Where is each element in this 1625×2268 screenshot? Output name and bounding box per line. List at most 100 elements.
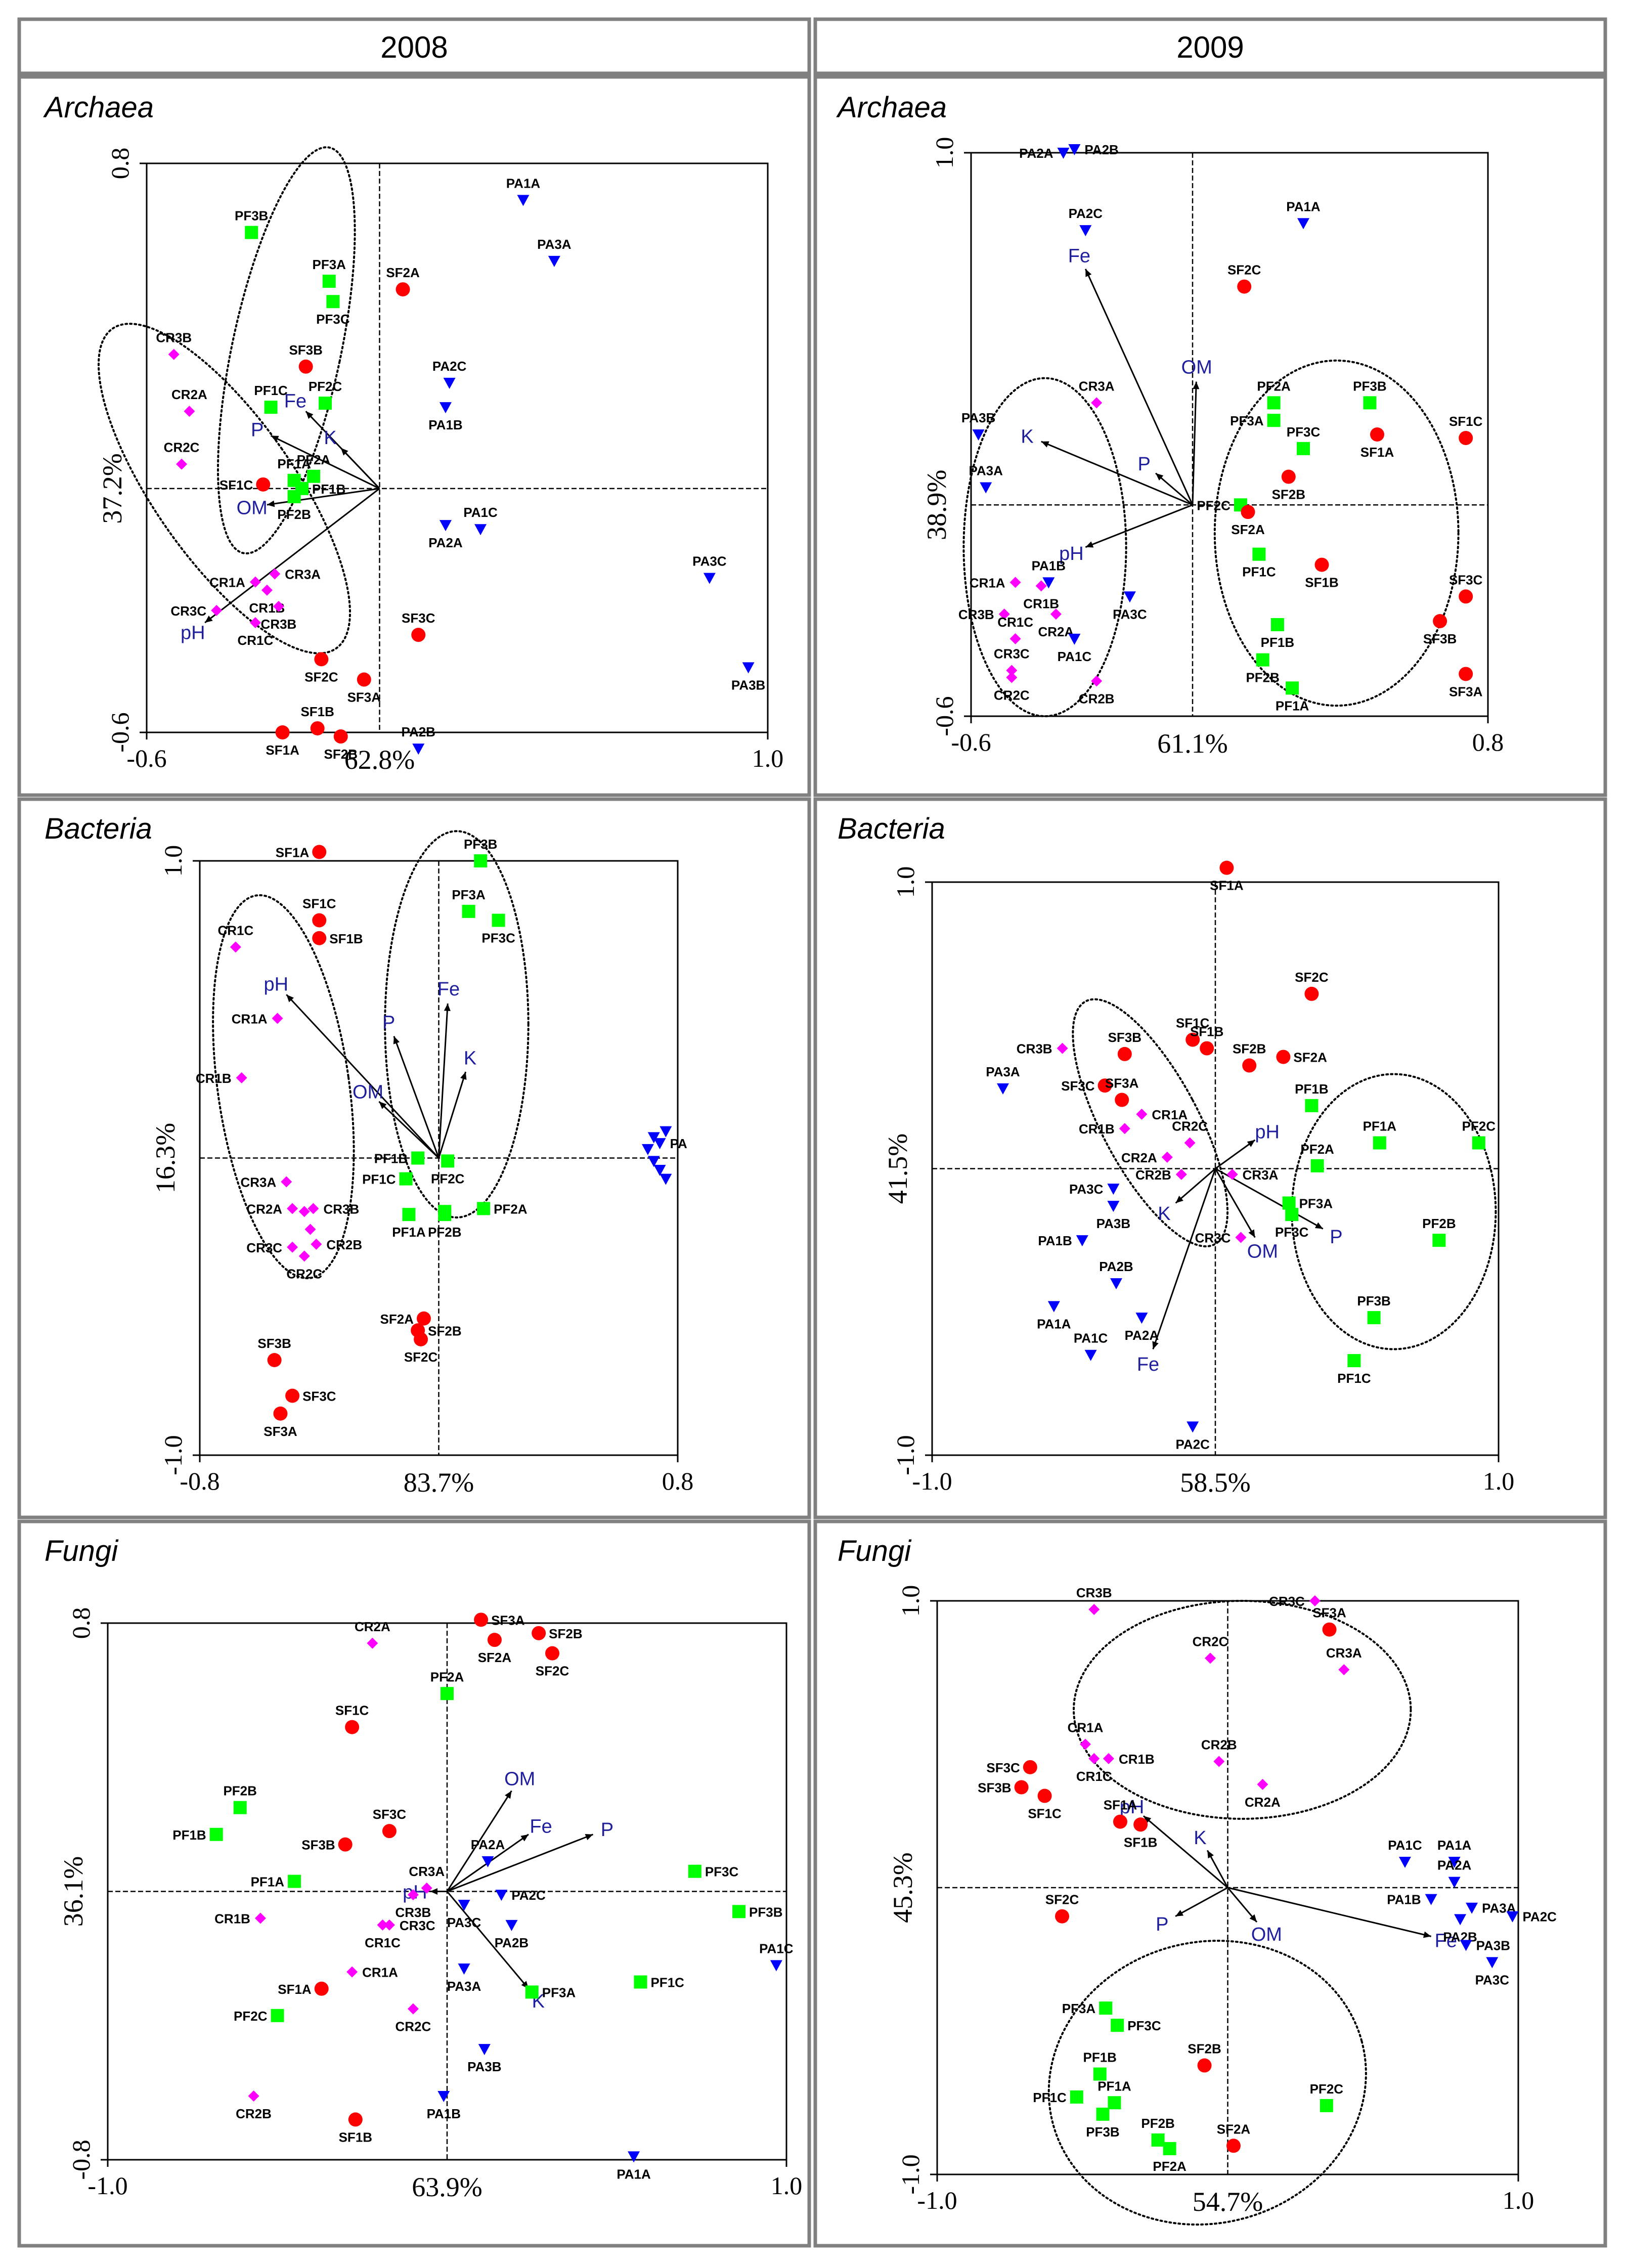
sample-label: CR2B <box>326 1237 362 1252</box>
sample-label: SF1C <box>302 896 336 911</box>
cluster-ellipse <box>1213 359 1460 707</box>
sample-point-sf <box>487 1633 502 1647</box>
vector-fe <box>1152 1168 1216 1349</box>
sample-point-cr <box>1136 1108 1148 1120</box>
sample-label: CR2B <box>1201 1737 1237 1753</box>
sample-point-sf <box>1281 469 1296 484</box>
sample-label: PA1A <box>1037 1316 1071 1331</box>
sample-label: PA3C <box>1069 1182 1104 1197</box>
vector-om <box>267 488 380 506</box>
sample-label: SF3B <box>301 1838 335 1853</box>
panel-title: Fungi <box>45 1535 119 1567</box>
sample-label: PF3B <box>1357 1293 1390 1309</box>
cluster-ellipse <box>1073 1600 1412 1820</box>
sample-label: PF1A <box>1097 2078 1131 2093</box>
sample-point-sf <box>1322 1622 1337 1637</box>
vector-label-ph: pH <box>264 974 289 995</box>
sample-label: PA1C <box>1058 649 1092 664</box>
sample-label: CR2A <box>355 1619 390 1634</box>
sample-label: CR1B <box>196 1071 232 1086</box>
sample-label: SF1A <box>1210 878 1244 893</box>
sample-label: PF3A <box>1230 413 1264 428</box>
vector-arrowhead <box>305 411 314 419</box>
sample-label: PA2A <box>1437 1858 1472 1873</box>
sample-label: SF2B <box>1233 1041 1266 1057</box>
sample-label: PF2C <box>1197 498 1231 513</box>
sample-point-pf <box>1305 1099 1319 1112</box>
sample-label: PF1A <box>1363 1119 1397 1134</box>
sample-point-pf <box>264 401 278 414</box>
sample-point-sf <box>1200 1041 1214 1056</box>
vector-label-p: P <box>601 1819 613 1841</box>
vector-arrowhead <box>460 1072 467 1080</box>
y-tick-label: -0.6 <box>106 712 134 752</box>
sample-point-pf <box>634 1975 647 1989</box>
sample-point-pf <box>438 1208 452 1222</box>
y-tick-label: 1.0 <box>891 866 919 898</box>
sample-point-cr <box>304 1224 316 1235</box>
sample-label: SF3C <box>1061 1078 1095 1094</box>
sample-point-pf <box>322 275 336 288</box>
sample-label: PF2C <box>431 1171 465 1186</box>
sample-point-pa <box>412 744 425 755</box>
sample-point-pf <box>688 1864 701 1878</box>
panel-frame-2008-bacteria <box>17 797 811 1519</box>
vector-label-ph: pH <box>1120 1797 1145 1818</box>
sample-label: PF2C <box>234 2009 268 2024</box>
cluster-ellipse <box>212 894 355 1280</box>
sample-label: PA1B <box>428 417 462 432</box>
sample-point-pa <box>474 524 487 536</box>
sample-point-pf <box>411 1151 425 1165</box>
sample-point-pa <box>972 429 985 441</box>
vector-label-om: OM <box>504 1768 535 1790</box>
vector-arrowhead <box>1152 1341 1159 1349</box>
sample-label: CR3A <box>1326 1645 1362 1661</box>
vector-label-k: K <box>1021 426 1033 447</box>
sample-point-pa <box>517 195 530 206</box>
sample-point-sf <box>414 1332 428 1346</box>
sample-label: SF2C <box>404 1349 438 1365</box>
sample-point-pf <box>1267 414 1281 427</box>
vector-arrowhead <box>286 994 294 1002</box>
y-axis-label: 45.3% <box>888 1852 918 1923</box>
sample-label: PF1A <box>277 456 311 471</box>
sample-label: PF3C <box>1275 1225 1309 1240</box>
sample-point-sf <box>532 1626 546 1640</box>
sample-label: PF3C <box>481 931 515 946</box>
sample-label: CR3A <box>409 1864 445 1879</box>
sample-point-pa <box>437 2091 450 2103</box>
vector-fe <box>1227 1887 1431 1937</box>
sample-label: SF1C <box>1449 414 1483 429</box>
sample-point-pf <box>474 854 488 867</box>
sample-label: CR1A <box>232 1011 268 1026</box>
sample-point-sf <box>267 1353 282 1367</box>
sample-point-sf <box>314 1981 329 1996</box>
cluster-ellipse <box>216 146 356 555</box>
x-tick-label: -1.0 <box>917 2186 957 2214</box>
vector-label-p: P <box>1156 1914 1168 1935</box>
sample-point-pf <box>1297 442 1310 455</box>
x-tick-label: -1.0 <box>912 1467 952 1495</box>
sample-point-pf <box>525 1985 539 1999</box>
sample-point-pf <box>1432 1234 1446 1247</box>
sample-label: PF3A <box>312 257 346 272</box>
sample-label: PF3C <box>1127 2018 1161 2033</box>
sample-label: PF2B <box>277 507 311 522</box>
sample-label: PA3B <box>467 2059 501 2074</box>
sample-point-cr <box>1338 1664 1350 1676</box>
sample-label: SF2A <box>380 1312 414 1327</box>
sample-point-cr <box>269 568 281 580</box>
sample-label: SF3C <box>373 1807 407 1822</box>
sample-point-sf <box>285 1388 300 1403</box>
sample-point-cr <box>1009 577 1021 588</box>
sample-label: PF3A <box>452 887 486 902</box>
sample-label: PA2B <box>1443 1929 1477 1944</box>
sample-point-pf <box>1282 1196 1296 1210</box>
sample-point-pf <box>732 1905 746 1918</box>
sample-label: CR2A <box>246 1201 282 1216</box>
sample-label: PF3B <box>464 837 497 852</box>
vector-label-fe: Fe <box>1068 245 1090 267</box>
sample-point-pa <box>495 1890 508 1901</box>
sample-label: CR1A <box>970 575 1005 590</box>
